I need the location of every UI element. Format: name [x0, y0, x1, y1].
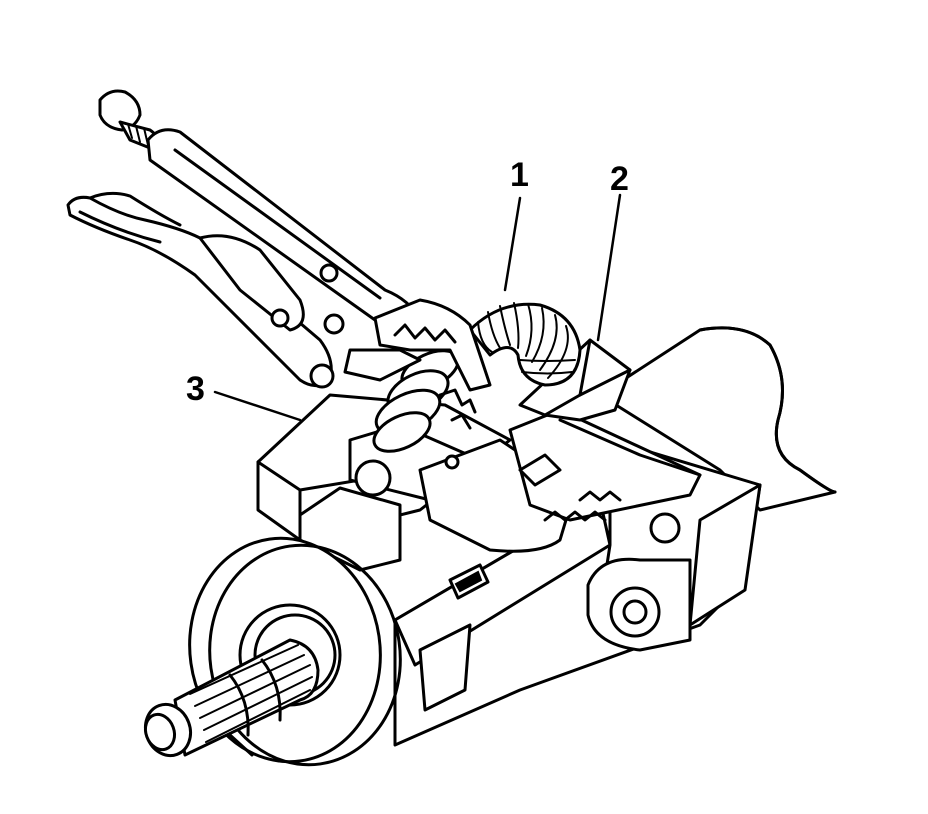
- callout-2: 2: [610, 160, 629, 198]
- leader-3: [213, 390, 302, 422]
- carrier-rack: [508, 408, 702, 522]
- column-housing: [393, 438, 762, 747]
- callout-1: 1: [510, 156, 529, 194]
- callout-leaders: [213, 193, 622, 422]
- locking-pliers: [66, 89, 492, 392]
- gear-spool: [372, 349, 477, 453]
- flexible-conduit: [468, 302, 582, 387]
- leader-2: [596, 193, 622, 342]
- leader-1: [503, 196, 522, 292]
- column-tube: [598, 326, 837, 512]
- splined-shaft: [143, 638, 320, 758]
- callout-3: 3: [186, 370, 205, 408]
- mounting-bracket: [518, 338, 632, 422]
